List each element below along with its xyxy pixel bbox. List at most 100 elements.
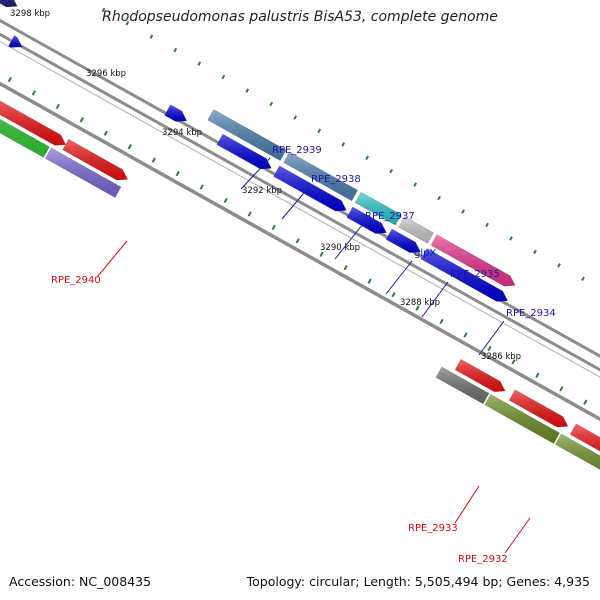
- tick-label: 3290 kbp: [320, 243, 360, 253]
- tick-mark: [199, 184, 204, 190]
- label-leader-line: [478, 320, 505, 356]
- label-leader-line: [97, 240, 128, 277]
- tick-mark: [31, 90, 36, 96]
- gene-features: [0, 0, 600, 470]
- gene-label[interactable]: RPE_2938: [311, 174, 361, 185]
- tick-label: 3286 kbp: [481, 352, 521, 362]
- gene-rpe-2932-shading: [484, 394, 560, 444]
- gene-olive-shading: [555, 434, 600, 470]
- tick-label: 3294 kbp: [162, 128, 202, 138]
- gene-green-shading: [0, 119, 50, 158]
- tick-label: 3288 kbp: [400, 298, 440, 308]
- tick-mark: [583, 399, 588, 405]
- tick-mark: [437, 195, 441, 201]
- tick-mark: [343, 265, 348, 271]
- label-leader-line: [421, 281, 449, 318]
- tick-mark: [413, 182, 417, 187]
- tick-mark: [247, 211, 252, 217]
- backbone-line: [0, 32, 600, 372]
- gene-label[interactable]: RPE_2933: [408, 523, 458, 534]
- tick-mark: [295, 238, 300, 244]
- gene-label[interactable]: RPE_2935: [450, 269, 500, 280]
- tick-mark: [173, 47, 178, 53]
- gene-arrow-forward-shading: [0, 0, 18, 7]
- tick-mark: [271, 224, 276, 231]
- gene-glpx-shading: [398, 216, 434, 244]
- tick-mark: [439, 318, 444, 325]
- gene-arrow-reverse-shading: [509, 389, 568, 428]
- gene-arrow-forward-shading: [8, 35, 22, 48]
- gene-arrow-reverse-shading: [0, 100, 66, 146]
- tick-mark: [269, 101, 274, 107]
- tick-mark: [367, 278, 372, 284]
- label-leader-line: [504, 517, 531, 554]
- tick-mark: [223, 197, 228, 204]
- tick-mark: [509, 236, 513, 241]
- gene-arrow-forward-shading: [386, 229, 421, 253]
- label-leader-line: [334, 223, 364, 260]
- label-leader-line: [281, 186, 310, 220]
- gene-rpe-2939-shading: [207, 109, 287, 161]
- tick-mark: [461, 209, 465, 214]
- tick-mark: [487, 345, 492, 352]
- backbone-main: [0, 81, 600, 422]
- tick-mark: [365, 155, 369, 160]
- backbone-shadow: [0, 41, 600, 378]
- label-leader-line: [454, 485, 480, 524]
- tick-mark: [391, 291, 396, 298]
- tick-mark: [79, 117, 84, 123]
- gene-arrow-forward-shading: [273, 165, 347, 212]
- tick-mark: [125, 21, 130, 26]
- tick-mark: [245, 88, 250, 93]
- gene-arrow-forward-shading: [346, 207, 387, 234]
- label-leader-line: [240, 157, 271, 190]
- tick-mark: [101, 7, 106, 13]
- tick-mark: [511, 359, 516, 365]
- backbone-spacer: [0, 22, 600, 363]
- gene-rpe-2933-shading: [436, 367, 489, 404]
- tick-mark: [293, 115, 298, 120]
- tick-mark: [317, 128, 322, 134]
- tick-mark: [559, 386, 564, 392]
- gene-arrow-forward-shading: [216, 134, 272, 169]
- gene-label[interactable]: RPE_2937: [365, 211, 415, 222]
- gene-arrow-reverse-shading: [570, 423, 600, 452]
- tick-mark: [533, 249, 537, 255]
- tick-mark: [175, 170, 180, 177]
- tick-mark: [319, 251, 324, 257]
- gene-rpe-2935-shading: [431, 234, 516, 287]
- gene-arrow-reverse-shading: [62, 139, 128, 181]
- gene-rpe-2940-shading: [45, 147, 121, 198]
- gene-rpe-2938-shading: [283, 152, 358, 201]
- tick-mark: [103, 130, 108, 136]
- gene-label[interactable]: RPE_2939: [272, 145, 322, 156]
- gene-arrow-forward-shading: [164, 104, 187, 122]
- genome-summary-text: Topology: circular; Length: 5,505,494 bp…: [246, 574, 590, 589]
- tick-mark: [221, 74, 226, 80]
- gene-rpe-2937-shading: [355, 192, 402, 226]
- tick-mark: [151, 157, 156, 163]
- gene-label[interactable]: RPE_2934: [506, 308, 556, 319]
- tick-mark: [557, 263, 561, 268]
- tick-mark: [415, 305, 420, 311]
- map-title: Rhodopseudomonas palustris BisA53, compl…: [102, 9, 498, 25]
- accession-text: Accession: NC_008435: [9, 574, 152, 589]
- gene-label[interactable]: RPE_2940: [51, 275, 101, 286]
- tick-mark: [7, 76, 12, 83]
- tick-label: 3296 kbp: [86, 69, 126, 79]
- tick-marks: [7, 7, 588, 405]
- tick-mark: [197, 61, 202, 66]
- label-leader-line: [385, 260, 413, 295]
- gene-label[interactable]: glpX: [414, 248, 436, 259]
- tick-mark: [55, 103, 60, 110]
- gene-label[interactable]: RPE_2932: [458, 554, 508, 565]
- tick-label: 3292 kbp: [242, 186, 282, 196]
- tick-mark: [581, 276, 585, 281]
- tick-mark: [535, 372, 540, 378]
- gene-arrow-forward-shading: [421, 248, 508, 302]
- tick-mark: [485, 222, 489, 228]
